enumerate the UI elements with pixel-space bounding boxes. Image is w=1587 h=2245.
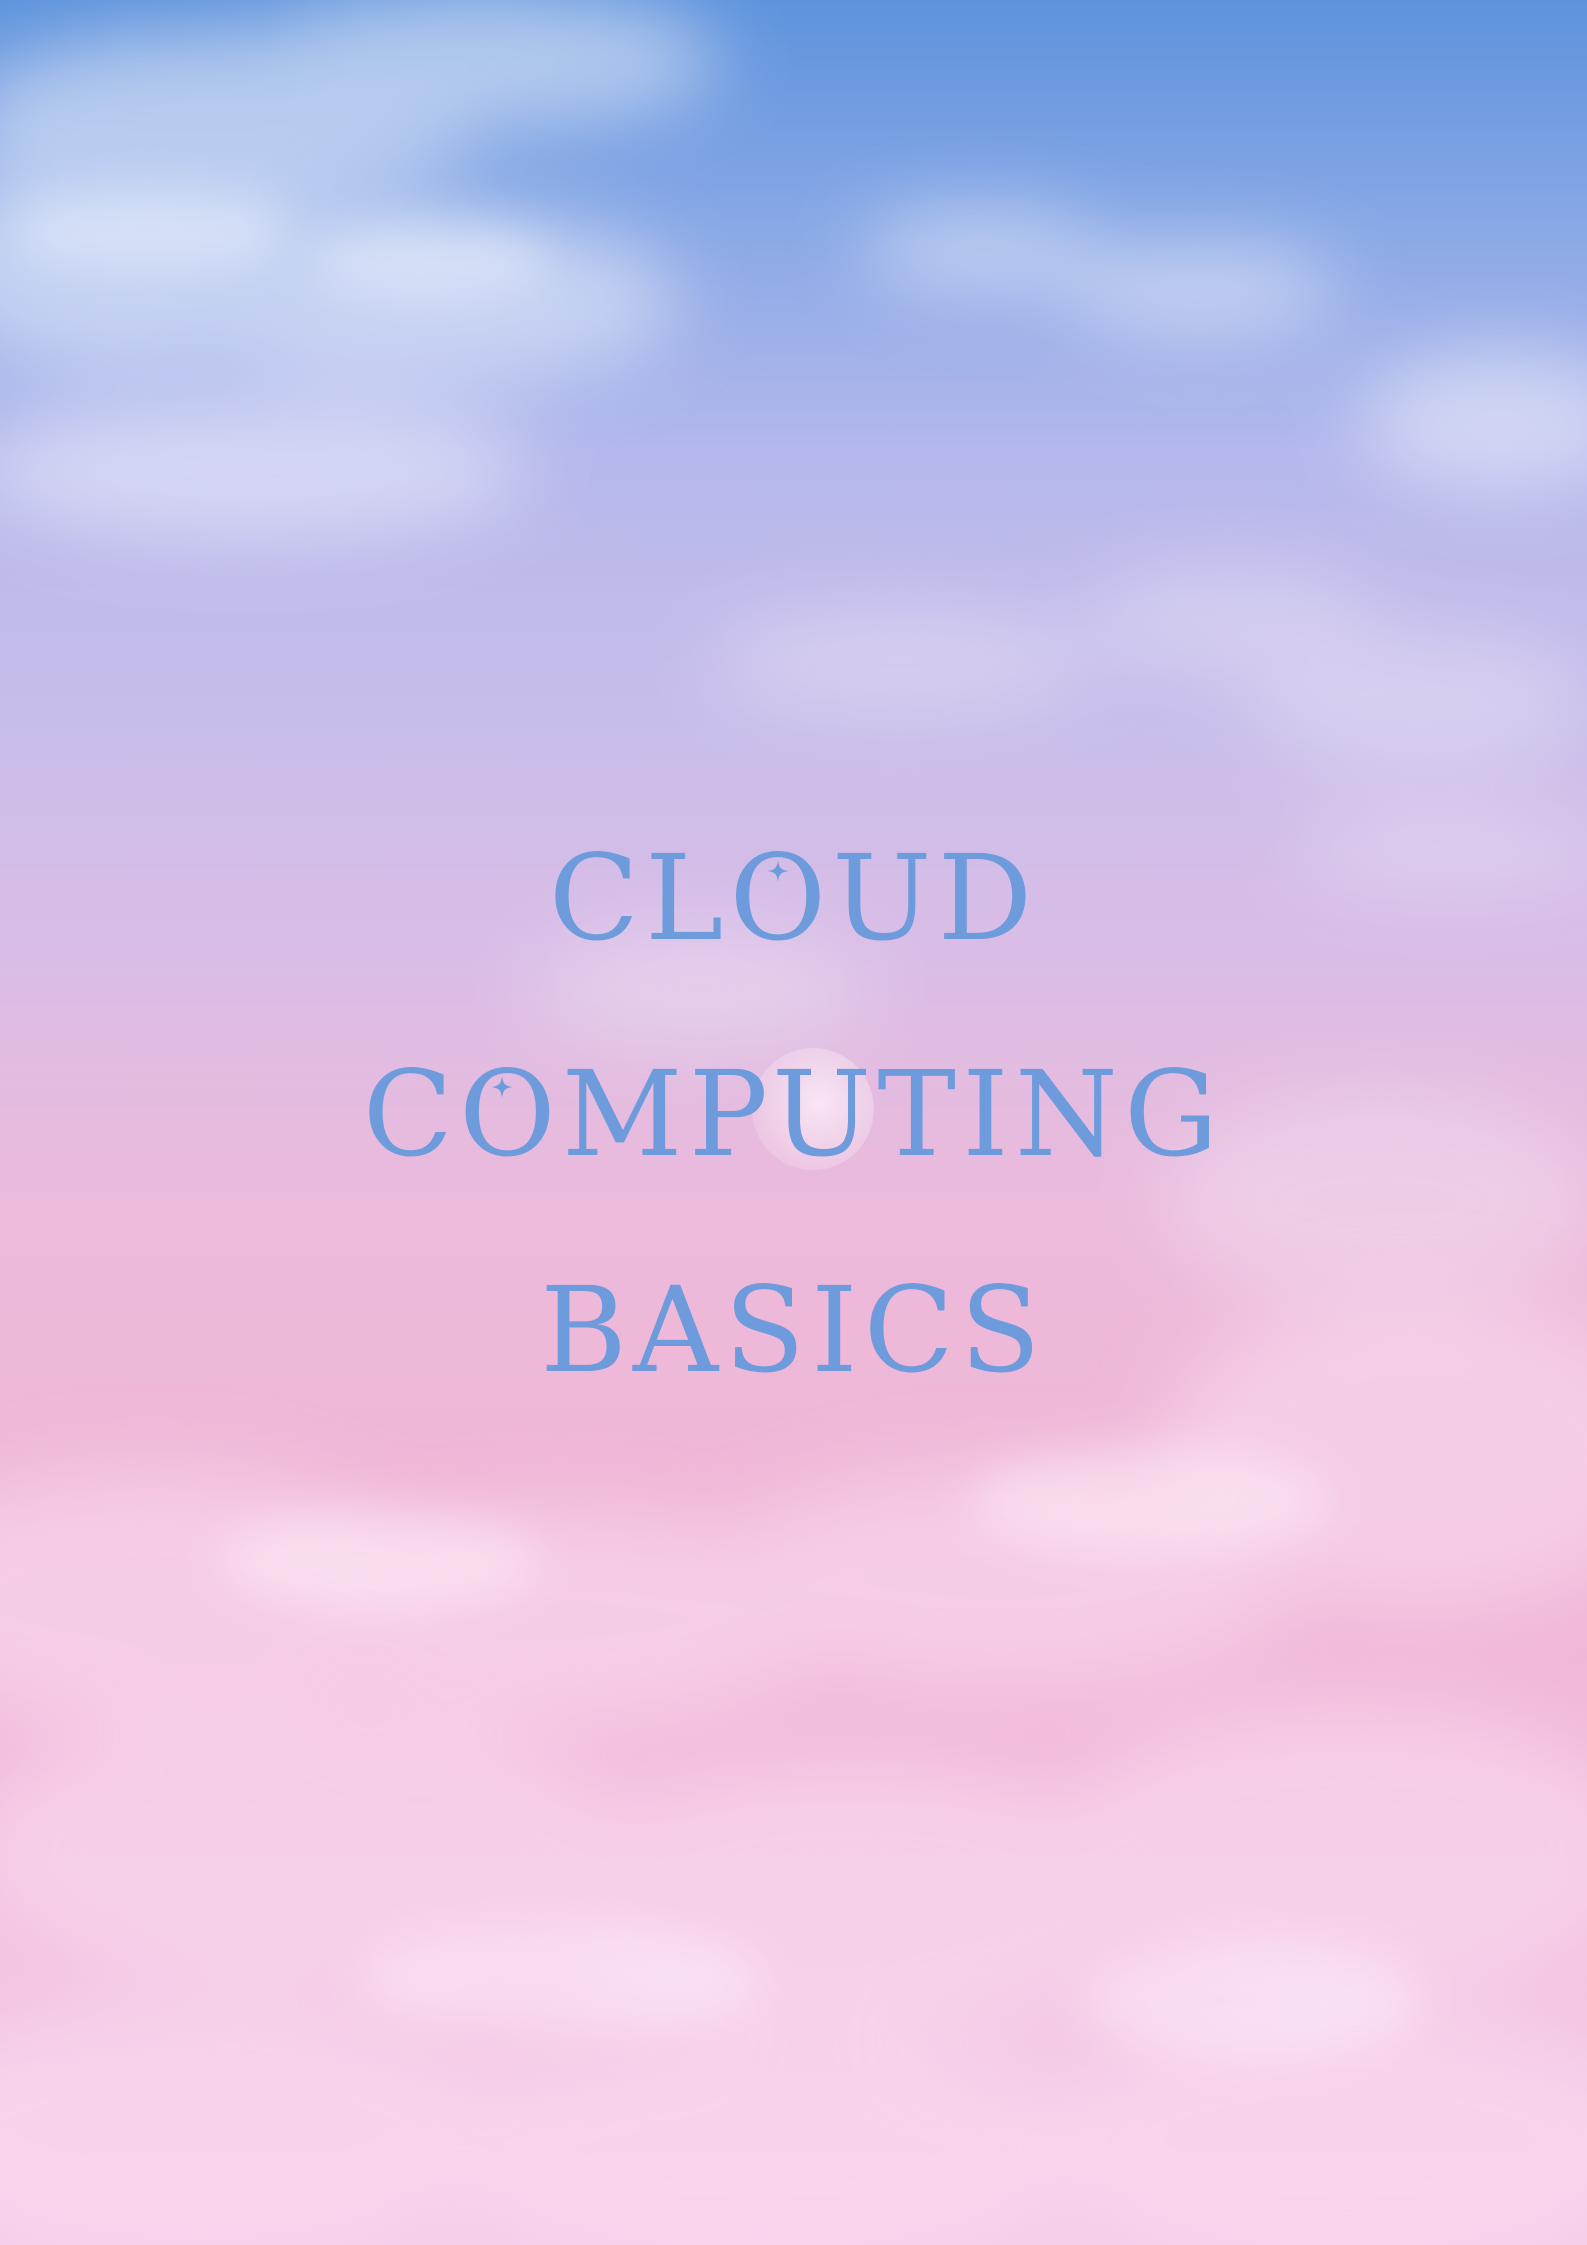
cover-title: CLOUD COMPUTING BASICS [0, 790, 1587, 1438]
title-line-computing: COMPUTING [362, 1045, 1225, 1183]
sparkle-icon [491, 1076, 513, 1098]
title-line-basics: BASICS [540, 1261, 1047, 1399]
sparkle-icon [767, 860, 789, 882]
title-line-cloud: CLOUD [548, 829, 1039, 967]
moon [752, 1048, 874, 1170]
